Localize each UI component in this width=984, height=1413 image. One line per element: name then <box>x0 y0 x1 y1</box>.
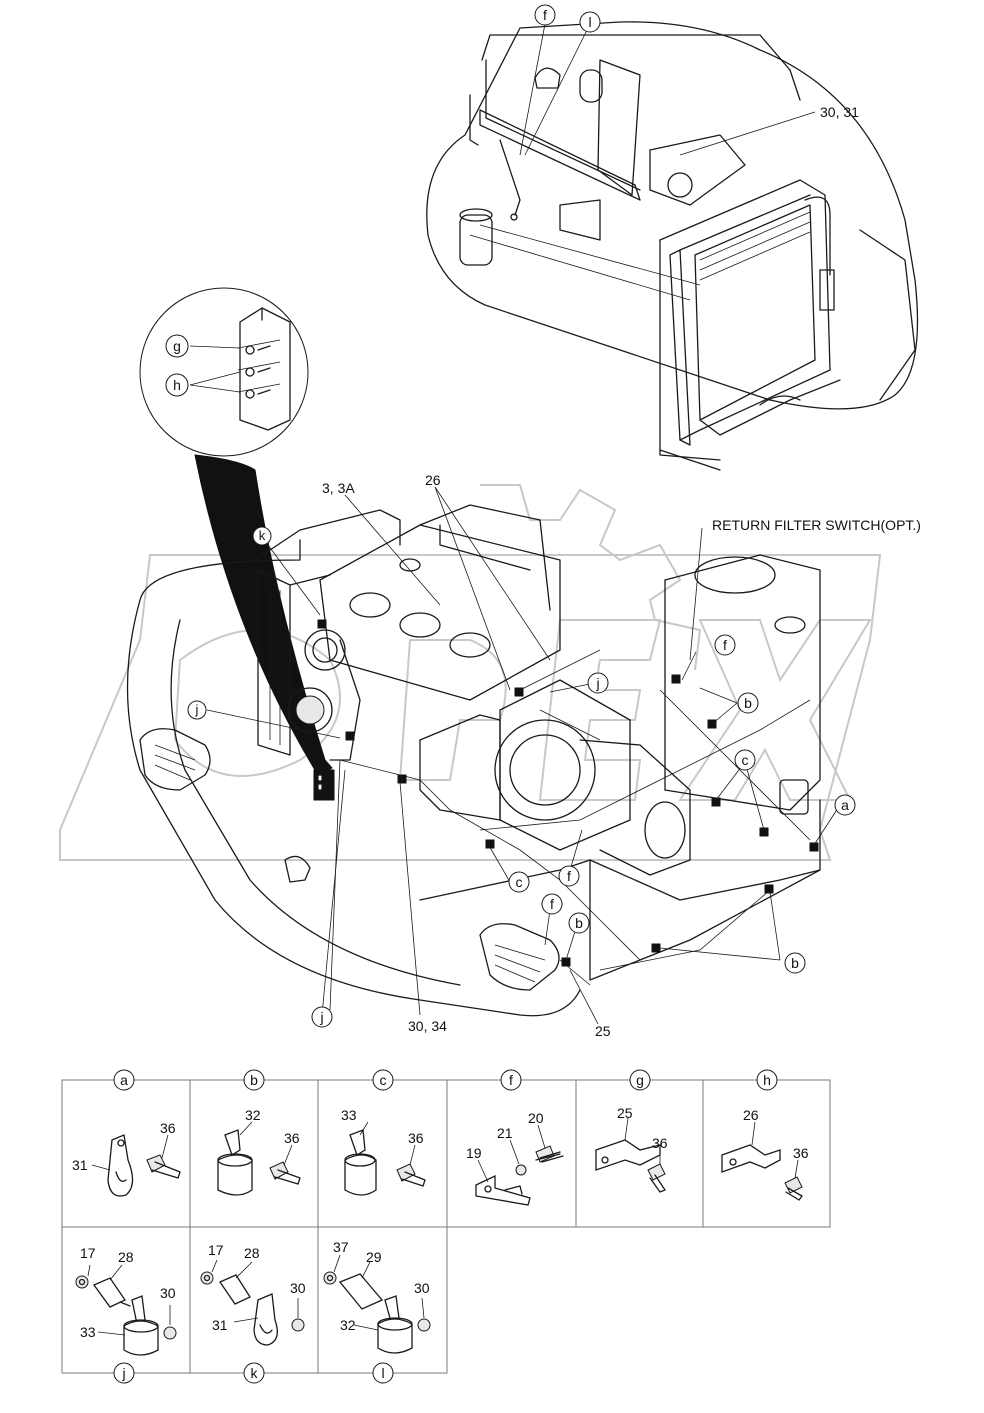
callout-a: a <box>841 797 849 813</box>
callout-b-bottom: b <box>575 915 583 931</box>
detail-c-part-33: 33 <box>341 1107 357 1123</box>
detail-j-part-33: 33 <box>80 1324 96 1340</box>
callout-b-right: b <box>791 955 799 971</box>
zoom-detail-circle <box>139 287 333 776</box>
detail-b-label: b <box>250 1072 258 1088</box>
detail-j-part-30: 30 <box>160 1285 176 1301</box>
detail-a-label: a <box>120 1072 128 1088</box>
detail-h-part-26: 26 <box>743 1107 759 1123</box>
detail-c-label: c <box>380 1072 387 1088</box>
detail-g-drawing: 25 36 <box>595 1105 668 1193</box>
detail-j-drawing: 17 28 33 30 <box>75 1245 177 1356</box>
detail-g-part-25: 25 <box>617 1105 633 1121</box>
detail-k-part-31: 31 <box>212 1317 228 1333</box>
parts-detail-grid: a b c f g h j k l 31 36 <box>61 1069 831 1384</box>
callout-25: 25 <box>595 1023 611 1039</box>
detail-l-part-30: 30 <box>414 1280 430 1296</box>
callout-c-lower: c <box>516 874 523 890</box>
detail-f-part-19: 19 <box>466 1145 482 1161</box>
detail-g-part-36: 36 <box>652 1135 668 1151</box>
detail-k-part-28: 28 <box>244 1245 260 1261</box>
callout-30-34: 30, 34 <box>408 1018 447 1034</box>
detail-h-label: h <box>763 1072 771 1088</box>
detail-f-part-20: 20 <box>528 1110 544 1126</box>
detail-f-part-21: 21 <box>497 1125 513 1141</box>
detail-l-label: l <box>381 1365 384 1381</box>
callout-3-3a: 3, 3A <box>322 480 355 496</box>
detail-b-part-32: 32 <box>245 1107 261 1123</box>
callout-f-right: f <box>723 637 727 653</box>
callout-c-right: c <box>742 752 749 768</box>
callout-j-bottom: j <box>319 1009 323 1025</box>
clamp-markers <box>313 619 819 967</box>
callout-return-filter-switch: RETURN FILTER SWITCH(OPT.) <box>712 517 921 533</box>
detail-a-part-31: 31 <box>72 1157 88 1173</box>
detail-a-part-36: 36 <box>160 1120 176 1136</box>
detail-b-part-36: 36 <box>284 1130 300 1146</box>
callouts: f l 30, 31 g h 3, 3A 26 RETURN FILTER SW… <box>165 4 921 1039</box>
detail-f-drawing: 19 21 20 <box>466 1110 564 1206</box>
detail-j-label: j <box>121 1365 125 1381</box>
callout-top-30-31: 30, 31 <box>820 104 859 120</box>
main-machine-view <box>126 504 821 1017</box>
callout-top-l: l <box>588 14 591 30</box>
detail-k-part-30: 30 <box>290 1280 306 1296</box>
detail-c-part-36: 36 <box>408 1130 424 1146</box>
callout-zoom-g: g <box>173 338 181 354</box>
detail-l-drawing: 37 29 32 30 <box>323 1239 431 1354</box>
callout-j-right: j <box>595 675 599 691</box>
callout-f-lower: f <box>567 868 571 884</box>
callout-j-left: j <box>195 702 199 717</box>
callout-top-f: f <box>543 7 547 23</box>
detail-j-part-17: 17 <box>80 1245 96 1261</box>
detail-l-part-29: 29 <box>366 1249 382 1265</box>
detail-g-label: g <box>636 1072 644 1088</box>
detail-c-drawing: 33 36 <box>341 1107 426 1196</box>
top-engine-view <box>426 21 919 471</box>
detail-l-part-37: 37 <box>333 1239 349 1255</box>
callout-f-bottom: f <box>550 896 554 912</box>
detail-b-drawing: 32 36 <box>217 1107 301 1196</box>
callout-zoom-h: h <box>173 377 181 393</box>
detail-k-part-17: 17 <box>208 1242 224 1258</box>
detail-h-part-36: 36 <box>793 1145 809 1161</box>
detail-k-label: k <box>251 1365 259 1381</box>
callout-k: k <box>259 528 266 543</box>
callout-26: 26 <box>425 472 441 488</box>
detail-h-drawing: 26 36 <box>721 1107 809 1201</box>
detail-l-part-32: 32 <box>340 1317 356 1333</box>
detail-j-part-28: 28 <box>118 1249 134 1265</box>
leader-lines <box>189 23 839 1025</box>
detail-f-label: f <box>509 1072 513 1088</box>
callout-b-upper: b <box>744 695 752 711</box>
detail-a-drawing: 31 36 <box>72 1120 181 1197</box>
detail-k-drawing: 17 28 31 30 <box>200 1242 306 1346</box>
